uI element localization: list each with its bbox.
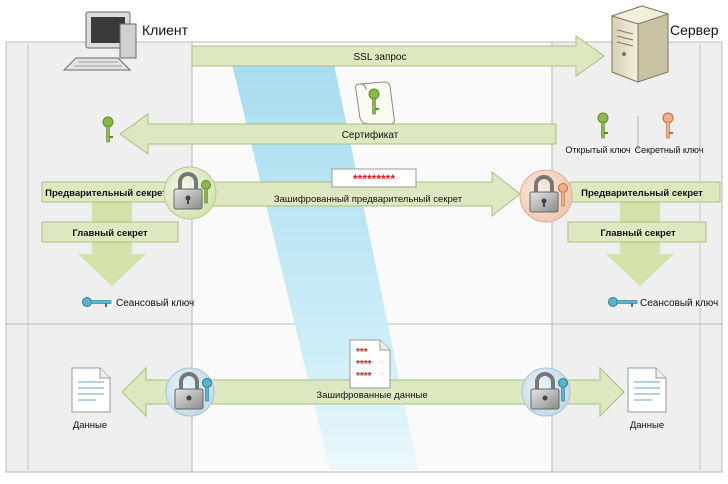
server-master-label: Главный секрет: [600, 228, 676, 239]
doc-line-1: ***: [356, 347, 368, 358]
doc-line-2: ****: [356, 359, 372, 370]
certificate-scroll-icon: [355, 81, 395, 125]
client-lock-key-icon: [201, 180, 211, 204]
server-premaster-label: Предварительный секрет: [581, 188, 703, 199]
client-data-document-icon: [71, 367, 111, 413]
public-key-label: Открытый ключ: [565, 145, 630, 155]
ssl-request-label: SSL запрос: [354, 52, 407, 63]
doc-line-3: ****: [356, 371, 372, 382]
encrypted-data-arrow: [121, 366, 625, 418]
client-premaster-label: Предварительный секрет: [45, 188, 167, 199]
encrypted-marker-box: [331, 168, 417, 188]
encrypted-marker: *********: [353, 172, 395, 186]
encrypted-premaster-arrow: [209, 170, 521, 218]
server-computer-icon: [610, 5, 670, 83]
server-secret-key-icon: [662, 112, 674, 139]
encrypted-premaster-label: Зашифрованный предварительный секрет: [274, 194, 463, 205]
client-label: Клиент: [142, 22, 189, 38]
server-data-key-icon: [558, 378, 568, 402]
client-data-label: Данные: [73, 420, 107, 431]
server-lock-key-icon: [558, 183, 568, 207]
client-session-key-label: Сеансовый ключ: [116, 298, 194, 309]
encrypted-data-label: Зашифрованные данные: [316, 390, 427, 401]
secret-key-label: Секретный ключ: [635, 145, 704, 155]
server-public-key-icon: [597, 112, 609, 139]
ssl-request-arrow: [191, 35, 605, 77]
server-label: Сервер: [670, 22, 719, 38]
client-data-lock-icon: [165, 367, 215, 417]
server-session-key-label: Сеансовый ключ: [640, 298, 718, 309]
server-lock-icon: [519, 169, 573, 223]
client-lock-icon: [163, 166, 217, 220]
certificate-arrow: [119, 113, 557, 155]
client-public-key-icon: [102, 116, 114, 143]
server-master-box: [567, 221, 707, 243]
certificate-label: Сертификат: [342, 129, 399, 141]
client-data-key-icon: [202, 378, 212, 402]
server-session-key-icon: [608, 297, 638, 307]
encrypted-document-icon: *** **** ****: [349, 339, 391, 389]
server-data-document-icon: [627, 367, 667, 413]
client-computer-icon: [62, 11, 137, 71]
client-master-label: Главный секрет: [72, 228, 148, 239]
client-session-key-icon: [82, 297, 112, 307]
server-data-lock-icon: [521, 367, 571, 417]
server-data-label: Данные: [630, 420, 664, 431]
client-master-box: [41, 221, 179, 243]
